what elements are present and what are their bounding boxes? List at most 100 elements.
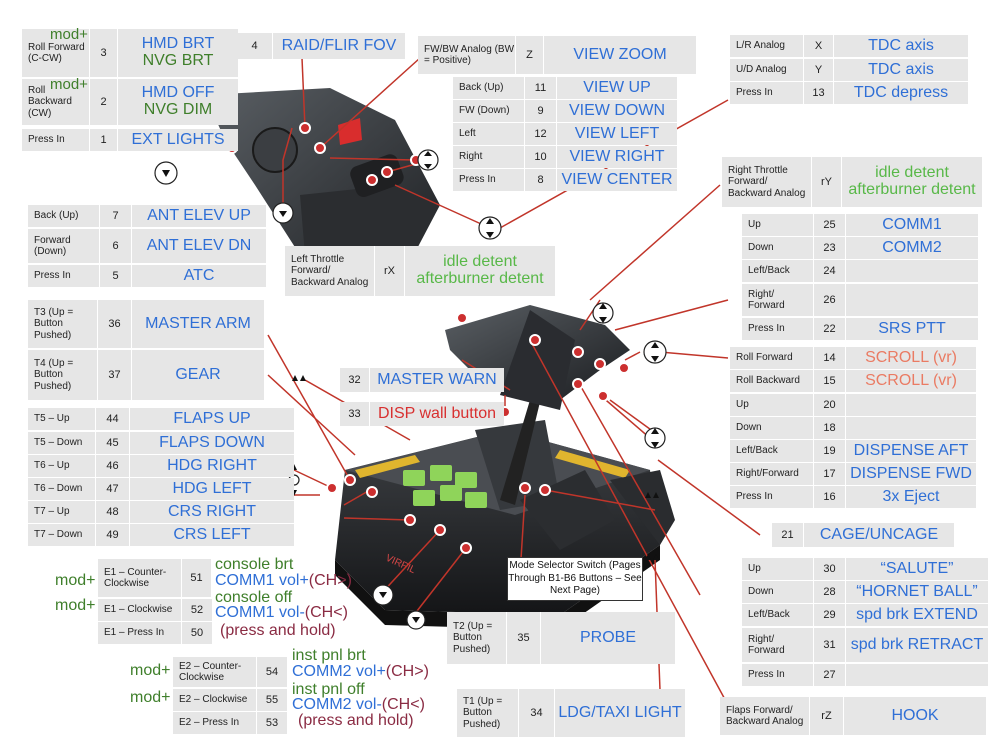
axis-number: rZ	[810, 697, 844, 735]
row-label: E1 – Counter-Clockwise	[98, 559, 182, 597]
row-label: T6 – Up	[28, 455, 96, 477]
comm-row-right: Right/ Forward 26	[742, 284, 978, 316]
axis-number: rX	[375, 246, 405, 296]
row-label: Down	[742, 237, 814, 259]
action-label: COMM1 vol-	[215, 604, 305, 621]
button-number: 53	[257, 712, 287, 734]
button-number: 6	[100, 229, 132, 263]
t5-up-row: T5 – Up 44 FLAPS UP	[28, 408, 294, 430]
action-label: HDG LEFT	[130, 478, 294, 500]
button-number: 37	[98, 350, 132, 400]
row-label: E2 – Press In	[173, 712, 257, 734]
row-label: Roll Forward (C-CW)	[22, 29, 90, 77]
action-cell: HMD BRT NVG BRT	[118, 29, 238, 77]
action-cell: idle detent afterburner detent	[405, 246, 555, 296]
mod-action-label: console off	[215, 589, 293, 606]
row-label: Back (Up)	[453, 77, 525, 99]
button-number: 7	[100, 205, 132, 227]
row-label: T6 – Down	[28, 478, 96, 500]
action-cell: HMD OFF NVG DIM	[118, 79, 238, 125]
button-number: 28	[814, 581, 846, 603]
action-label	[846, 284, 978, 316]
button-number: 8	[525, 169, 557, 191]
row-label: Up	[730, 394, 814, 416]
row-label: Press In	[742, 318, 814, 340]
salute-row-down: Down 28 “HORNET BALL”	[742, 581, 988, 603]
action-label: TDC axis	[834, 59, 968, 81]
button-number: 22	[814, 318, 846, 340]
roll-press-row: Press In 1 EXT LIGHTS	[22, 129, 238, 151]
mod-label: mod+	[55, 597, 96, 614]
button-number: 30	[814, 558, 846, 580]
button-number: 17	[814, 463, 846, 485]
action-label: DISPENSE FWD	[846, 463, 976, 485]
action-label: MASTER WARN	[370, 368, 504, 392]
action-label: “SALUTE”	[846, 558, 988, 580]
action-label: 3x Eject	[846, 486, 976, 508]
action-label: “HORNET BALL”	[846, 581, 988, 603]
ant-row-up: Back (Up) 7 ANT ELEV UP	[28, 205, 266, 227]
t7-down-row: T7 – Down 49 CRS LEFT	[28, 524, 294, 546]
action-label: afterburner detent	[848, 181, 976, 198]
action-label: SCROLL (vr)	[846, 347, 976, 369]
row-label: Left	[453, 123, 525, 145]
action-label: COMM2 vol-	[292, 696, 382, 713]
e2-press-row: E2 – Press In 53	[173, 712, 287, 734]
row-label: Right/ Forward	[742, 628, 814, 662]
comm-row-press: Press In 22 SRS PTT	[742, 318, 978, 340]
action-label: COMM2 vol+	[292, 663, 386, 680]
channel-label: (CH<)	[304, 604, 348, 621]
action-label: ANT ELEV DN	[132, 229, 266, 263]
action-label: ANT ELEV UP	[132, 205, 266, 227]
salute-row-right: Right/ Forward 31 spd brk RETRACT	[742, 628, 988, 662]
green-button-grid	[403, 465, 487, 508]
button-number: 36	[98, 300, 132, 348]
action-label: COMM1	[846, 214, 978, 236]
row-label: E1 – Press In	[98, 622, 182, 644]
row-label: Press In	[453, 169, 525, 191]
action-label: CRS LEFT	[130, 524, 294, 546]
action-cell: COMM1 vol-(CH<)	[215, 605, 348, 621]
button-number: 21	[772, 523, 804, 547]
t4-row: T4 (Up = Button Pushed) 37 GEAR	[28, 350, 264, 400]
button-number: 52	[182, 599, 212, 621]
button-number: 48	[96, 501, 130, 523]
e1-cw-row: E1 – Clockwise 52	[98, 599, 212, 621]
button-number: 26	[814, 284, 846, 316]
action-label: SCROLL (vr)	[846, 370, 976, 392]
view-row-right: Right 10 VIEW RIGHT	[453, 146, 677, 168]
view-row-press: Press In 8 VIEW CENTER	[453, 169, 677, 191]
mod-action-label: NVG BRT	[142, 52, 214, 69]
mod-action-label: console brt	[215, 556, 294, 573]
callout-dots	[226, 122, 630, 554]
row-label: L/R Analog	[730, 35, 804, 57]
dispense-row-right: Right/Forward 17 DISPENSE FWD	[730, 463, 976, 485]
row-label: Roll Forward	[730, 347, 814, 369]
button-number: 18	[814, 417, 846, 439]
action-label: PROBE	[541, 612, 675, 664]
action-label: EXT LIGHTS	[118, 129, 238, 151]
cage-row: 21 CAGE/UNCAGE	[772, 523, 954, 547]
button-number: 20	[814, 394, 846, 416]
button-number: 19	[814, 440, 846, 462]
action-label: VIEW DOWN	[557, 100, 677, 122]
salute-row-left: Left/Back 29 spd brk EXTEND	[742, 604, 988, 626]
button-number: 47	[96, 478, 130, 500]
action-label: RAID/FLIR FOV	[273, 33, 405, 59]
row-label: Left/Back	[742, 260, 814, 282]
action-label: HMD OFF	[141, 84, 215, 102]
button-number: 4	[237, 33, 273, 59]
axis-number: rY	[812, 157, 842, 207]
row-label: Flaps Forward/ Backward Analog	[720, 697, 810, 735]
button-number: 33	[340, 402, 370, 426]
t6-up-row: T6 – Up 46 HDG RIGHT	[28, 455, 294, 477]
row-label: Press In	[730, 82, 804, 104]
row-label: Press In	[742, 664, 814, 686]
action-label	[846, 664, 988, 686]
left-throttle-row: Left Throttle Forward/ Backward Analog r…	[285, 246, 555, 296]
tdc-row-lr: L/R Analog X TDC axis	[730, 35, 968, 57]
master-warn-row: 32 MASTER WARN	[340, 368, 504, 392]
mod-label: mod+	[130, 662, 171, 679]
